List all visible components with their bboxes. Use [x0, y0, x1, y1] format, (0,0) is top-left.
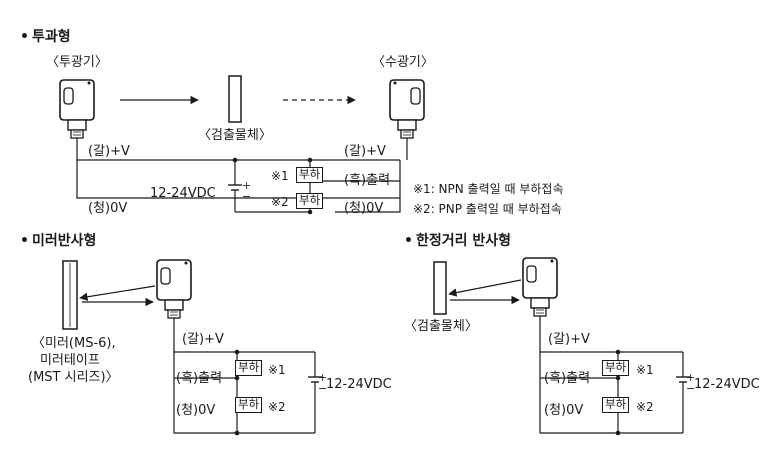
heading-mirror: •미러반사형	[20, 233, 97, 249]
polarity-minus: −	[242, 190, 252, 203]
mirror-caption-1: 〈미러(MS-6),	[32, 336, 116, 351]
limited-wire-blue: (청)0V	[544, 403, 584, 418]
mirror-load-mark-2: ※2	[268, 400, 286, 414]
load-mark-1: ※1	[271, 169, 289, 183]
detection-object-icon-2	[433, 261, 447, 315]
mirror-load-box-1: 부하	[235, 360, 263, 376]
limited-polarity-minus: −	[686, 382, 696, 395]
limited-wire-black: (흑)출력	[544, 371, 591, 386]
wire-brown-receiver: (갈)+V	[344, 144, 386, 159]
mirror-supply-voltage: 12-24VDC	[326, 377, 392, 392]
limited-load-box-1: 부하	[602, 360, 630, 376]
limited-load-mark-1: ※1	[636, 363, 654, 377]
heading-limited-reflective: •한정거리 반사형	[404, 233, 511, 249]
note-npn: ※1: NPN 출력일 때 부하접속	[413, 182, 564, 196]
supply-voltage: 12-24VDC	[150, 186, 216, 201]
limited-polarity-plus: +	[686, 371, 696, 384]
emitter-label: 〈투광기〉	[46, 55, 108, 70]
wire-brown-emitter: (갈)+V	[88, 144, 130, 159]
receiver-sensor-icon	[389, 79, 425, 139]
note-pnp: ※2: PNP 출력일 때 부하접속	[413, 202, 562, 216]
polarity-plus: +	[242, 179, 252, 192]
load-box-2: 부하	[296, 193, 324, 209]
load-mark-2: ※2	[271, 195, 289, 209]
mirror-load-mark-1: ※1	[268, 363, 286, 377]
mirror-wire-black: (흑)출력	[176, 371, 223, 386]
limited-supply-voltage: 12-24VDC	[694, 377, 760, 392]
limited-load-box-2: 부하	[602, 397, 630, 413]
mirror-load-box-2: 부하	[235, 397, 263, 413]
limited-wire-brown: (갈)+V	[548, 332, 590, 347]
heading-through-beam: •투과형	[20, 29, 71, 45]
wire-black-receiver: (흑)출력	[344, 173, 391, 188]
receiver-label: 〈수광기〉	[372, 55, 434, 70]
limited-sensor-icon	[522, 257, 558, 317]
mirror-polarity-minus: −	[318, 382, 328, 395]
mirror-wire-blue: (청)0V	[176, 403, 216, 418]
mirror-polarity-plus: +	[318, 371, 328, 384]
load-box-1: 부하	[296, 167, 324, 183]
mirror-wire-brown: (갈)+V	[182, 332, 224, 347]
object-label: 〈검출물체〉	[198, 128, 272, 143]
mirror-sensor-icon	[156, 259, 192, 319]
emitter-sensor-icon	[59, 79, 95, 139]
limited-load-mark-2: ※2	[636, 400, 654, 414]
wire-blue-emitter: (청)0V	[88, 201, 128, 216]
detection-object-icon	[228, 75, 242, 123]
wire-blue-receiver: (청)0V	[344, 201, 384, 216]
mirror-caption-2: 미러테이프	[40, 353, 100, 368]
limited-object-label: 〈검출물체〉	[404, 319, 478, 334]
mirror-caption-3: (MST 시리즈)〉	[28, 370, 119, 385]
